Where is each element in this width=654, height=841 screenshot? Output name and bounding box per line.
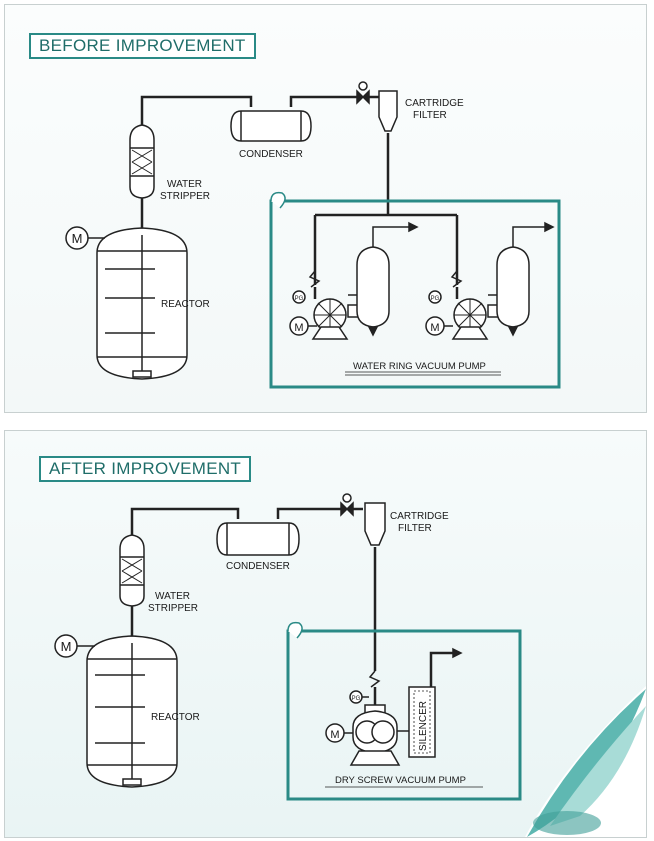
reactor-motor: M — [54, 634, 95, 658]
cartridge-label-line2: FILTER — [413, 110, 447, 121]
condenser — [216, 522, 300, 556]
water-stripper — [129, 124, 155, 199]
pressure-gauge-label: PG — [295, 296, 304, 302]
before-panel: BEFORE IMPROVEMENT — [4, 4, 647, 413]
after-diagram: M — [54, 493, 646, 837]
water-ring-pump-2 — [425, 221, 555, 340]
pump-motor-label: M — [294, 322, 303, 334]
pump-system-label: WATER RING VACUUM PUMP — [353, 361, 486, 372]
silencer — [408, 647, 463, 758]
condenser — [230, 110, 312, 142]
after-title: AFTER IMPROVEMENT — [39, 456, 252, 482]
pump-system-label: DRY SCREW VACUUM PUMP — [335, 775, 466, 786]
cartridge-filter — [378, 90, 398, 132]
motor-label: M — [61, 639, 72, 654]
before-diagram: M — [65, 81, 561, 389]
cartridge-filter — [364, 502, 386, 546]
page-curl — [525, 686, 646, 837]
dry-screw-pump — [325, 670, 409, 766]
cartridge-label-line2: FILTER — [398, 523, 432, 534]
water-stripper-label-line1: WATER — [167, 179, 202, 190]
reactor-motor: M — [65, 226, 105, 250]
pump-enclosure — [286, 621, 522, 801]
motor-label: M — [72, 231, 83, 246]
reactor-label: REACTOR — [151, 712, 200, 723]
reactor-vessel — [86, 635, 178, 788]
water-stripper-label-line1: WATER — [155, 591, 190, 602]
condenser-label: CONDENSER — [226, 561, 290, 572]
cartridge-label-line1: CARTRIDGE — [405, 98, 464, 109]
reactor-vessel — [96, 227, 188, 380]
pressure-gauge-label: PG — [352, 696, 361, 702]
cartridge-label-line1: CARTRIDGE — [390, 511, 449, 522]
after-piping — [130, 507, 377, 671]
reactor-label: REACTOR — [161, 299, 210, 310]
pressure-gauge-label: PG — [431, 296, 440, 302]
inlet-valve — [340, 493, 354, 517]
pump-motor-label: M — [430, 322, 439, 334]
water-ring-pump-1 — [289, 221, 419, 340]
after-panel: AFTER IMPROVEMENT — [4, 430, 647, 838]
water-stripper-label-line2: STRIPPER — [148, 603, 198, 614]
condenser-label: CONDENSER — [239, 149, 303, 160]
water-stripper-label-line2: STRIPPER — [160, 191, 210, 202]
before-title: BEFORE IMPROVEMENT — [29, 33, 256, 59]
silencer-label: SILENCER — [418, 701, 429, 751]
pump-motor-label: M — [330, 729, 339, 741]
water-stripper — [119, 534, 145, 607]
inlet-valve — [356, 81, 370, 105]
pump-enclosure — [269, 191, 561, 389]
